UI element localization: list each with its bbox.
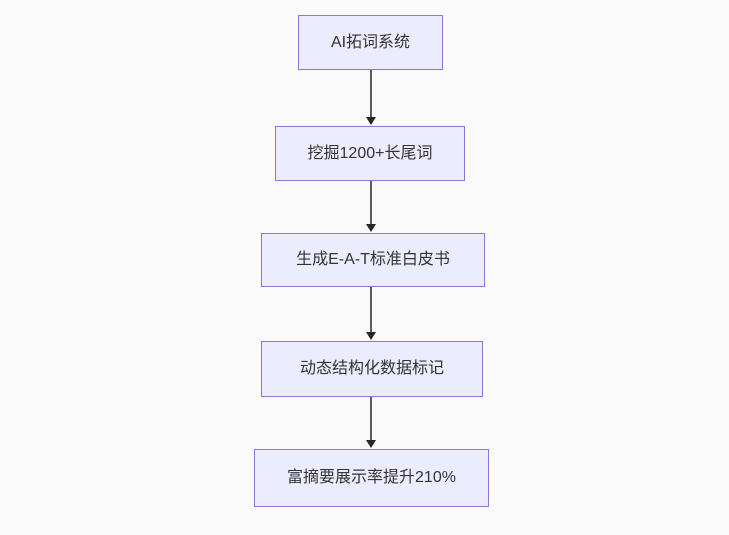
flow-node-label: 挖掘1200+长尾词 bbox=[307, 144, 433, 162]
flow-edge-line bbox=[370, 181, 372, 224]
arrowhead-down-icon bbox=[366, 332, 376, 340]
flow-node-label: 富摘要展示率提升210% bbox=[287, 469, 456, 487]
flow-node-rich-snippet-result: 富摘要展示率提升210% bbox=[254, 449, 489, 507]
flow-node-structured-data: 动态结构化数据标记 bbox=[261, 341, 483, 397]
arrowhead-down-icon bbox=[366, 440, 376, 448]
flow-node-eat-whitepaper: 生成E-A-T标准白皮书 bbox=[261, 233, 485, 287]
arrowhead-down-icon bbox=[366, 117, 376, 125]
flow-edge-line bbox=[370, 70, 372, 117]
flow-node-label: 动态结构化数据标记 bbox=[299, 360, 444, 378]
flow-edge-line bbox=[370, 287, 372, 332]
flow-edge-line bbox=[370, 397, 372, 440]
flow-node-label: 生成E-A-T标准白皮书 bbox=[296, 251, 450, 269]
arrowhead-down-icon bbox=[366, 224, 376, 232]
flow-node-label: AI拓词系统 bbox=[330, 33, 411, 51]
flow-node-ai-keyword-system: AI拓词系统 bbox=[298, 15, 443, 70]
flow-node-longtail-mining: 挖掘1200+长尾词 bbox=[275, 126, 465, 181]
